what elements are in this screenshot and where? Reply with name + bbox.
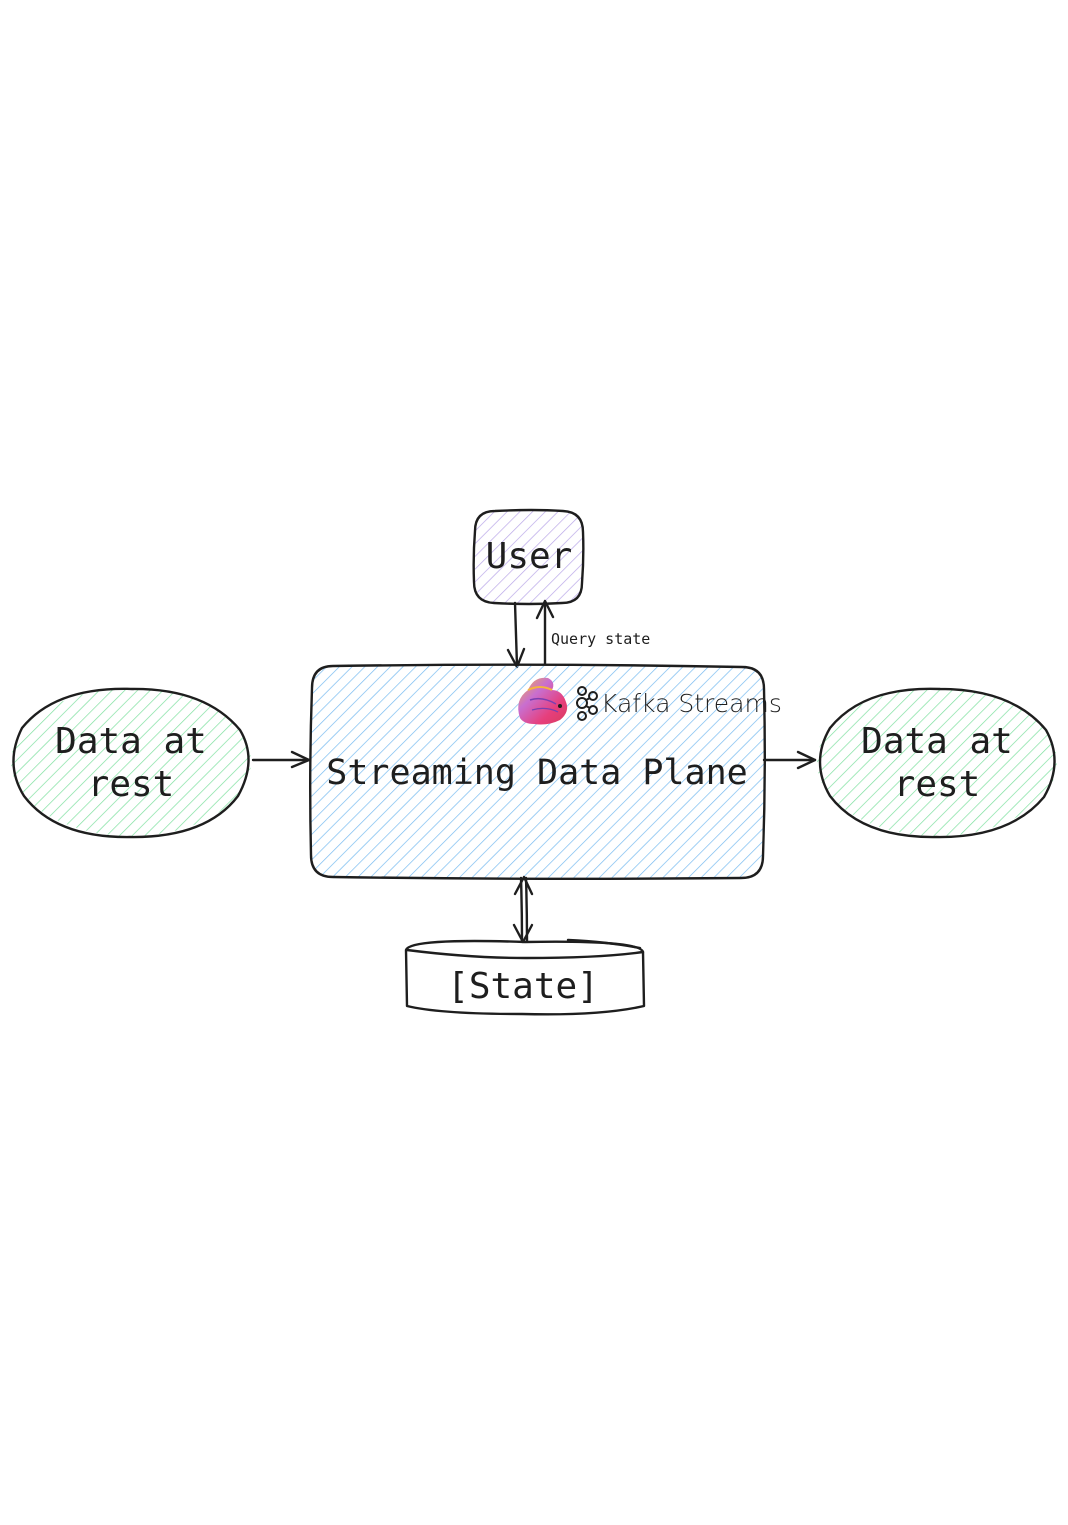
user-node: User: [472, 508, 585, 606]
plane-label: Streaming Data Plane: [326, 753, 747, 793]
plane-state-bidirectional-arrow: [512, 875, 534, 944]
user-to-plane-arrow: [506, 601, 526, 669]
query-state-label: Query state: [551, 630, 650, 648]
user-label: User: [486, 536, 573, 577]
sink-label-line1: Data at: [861, 721, 1013, 762]
sink-label-line2: rest: [894, 764, 981, 805]
plane-to-sink-arrow: [762, 750, 817, 770]
state-store-node: [State]: [404, 938, 646, 1016]
flink-squirrel-icon: [518, 677, 568, 725]
source-to-plane-arrow: [251, 750, 311, 769]
state-label: [State]: [447, 966, 599, 1007]
kafka-logo-icon: [576, 686, 598, 721]
query-state-arrow: [535, 599, 555, 666]
source-label-line1: Data at: [55, 721, 207, 762]
kafka-streams-brand-label: Kafka Streams: [601, 689, 782, 718]
sink-data-at-rest-node: Data at rest: [817, 687, 1057, 839]
streaming-data-plane-node: Streaming Data Plane: [309, 663, 766, 880]
source-label-line2: rest: [88, 764, 175, 805]
source-data-at-rest-node: Data at rest: [11, 687, 251, 839]
